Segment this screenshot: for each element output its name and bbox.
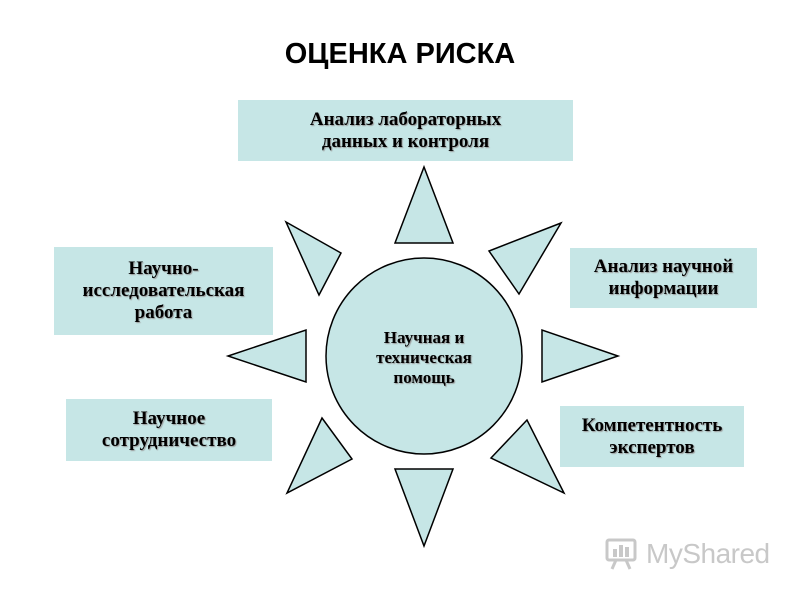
sun-ray-left [225,328,307,384]
sun-ray-top-left [284,220,343,297]
center-label: Научная и техническая помощь [376,328,472,387]
box-lab-data-analysis: Анализ лабораторных данных и контроля [238,100,573,161]
watermark-text: MyShared [646,538,770,569]
box-research-work: Научно- исследовательская работа [54,247,273,335]
sun-ray-top [393,164,455,244]
sun-ray-bottom-left [285,416,354,495]
box-lab-data-analysis-text: Анализ лабораторных данных и контроля [309,108,502,152]
myshared-logo-icon [605,538,637,570]
box-scientific-cooperation-text: Научное сотрудничество [101,408,237,451]
box-expert-competence-text: Компетентность экспертов [581,414,723,458]
box-scientific-info-analysis-text: Анализ научной информации [593,256,734,299]
sun-ray-bottom [393,468,455,549]
diagram-title: ОЦЕНКА РИСКА [284,38,516,70]
watermark: MyShared [604,534,784,574]
box-expert-competence: Компетентность экспертов [560,406,744,467]
box-research-work-text: Научно- исследовательская работа [82,258,245,323]
sun-ray-bottom-right [489,418,566,495]
box-scientific-cooperation: Научное сотрудничество [66,399,272,461]
sun-ray-top-right [487,221,563,296]
center-circle [325,257,523,455]
sun-ray-right [541,328,621,384]
box-scientific-info-analysis: Анализ научной информации [570,248,757,308]
